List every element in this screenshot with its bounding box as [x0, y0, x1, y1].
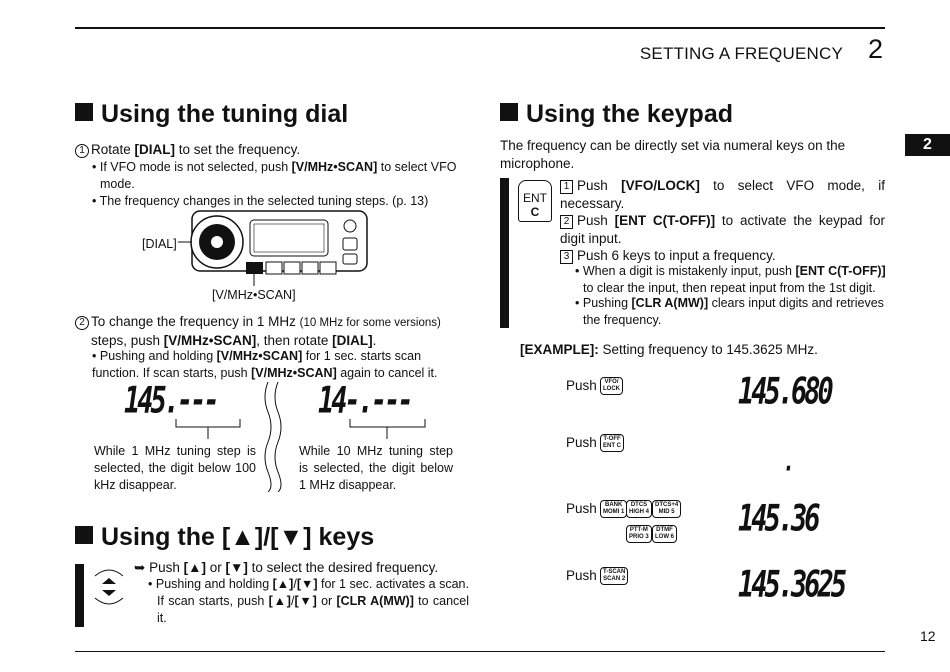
square-bullet-icon	[75, 103, 93, 121]
vfo-lock-key: VFO/LOCK	[600, 377, 623, 395]
side-bar	[500, 178, 509, 328]
dial-bullet1: • If VFO mode is not selected, push [V/M…	[92, 160, 457, 191]
lcd-step4: 145.3625	[738, 564, 847, 606]
caption-1mhz: While 1 MHz tuning step is selected, the…	[94, 444, 256, 492]
step-number-3: 3	[560, 250, 573, 264]
lcd-step2: .	[783, 445, 795, 478]
caption-10mhz: While 10 MHz tuning step is selected, th…	[299, 444, 453, 492]
top-rule	[75, 27, 885, 29]
push-label: Push	[566, 435, 597, 450]
push-label: Push	[566, 378, 597, 393]
vmhz-callout-label: [V/MHz•SCAN]	[212, 288, 296, 302]
dial-bullet2: • The frequency changes in the selected …	[92, 194, 429, 208]
push-label: Push	[566, 501, 597, 516]
chapter-tab: 2	[905, 134, 950, 156]
dial-callout-label: [DIAL]	[142, 237, 177, 251]
keypad-bullet1: • When a digit is mistakenly input, push…	[575, 264, 886, 295]
keys-heading: Using the [▲]/[▼] keys	[75, 523, 374, 552]
keypad-bullet2: • Pushing [CLR A(MW)] clears input digit…	[575, 296, 884, 327]
radio-front-panel-illustration	[178, 210, 368, 286]
keypad-heading: Using the keypad	[500, 100, 733, 129]
up-down-keys-icon	[94, 569, 124, 605]
lcd-step1: 145.680	[738, 371, 834, 413]
lcd-bracket-lines	[175, 419, 426, 439]
keypad-intro: The frequency can be directly set via nu…	[500, 138, 846, 171]
step-number-2: 2	[75, 316, 89, 330]
step-number-1: 1	[560, 180, 573, 194]
running-header: SETTING A FREQUENCY	[639, 44, 843, 63]
push-label: Push	[566, 568, 597, 583]
keys-bullet: • Pushing and holding [▲]/[▼] for 1 sec.…	[148, 577, 470, 625]
square-bullet-icon	[500, 103, 518, 121]
step-number-1: 1	[75, 144, 89, 158]
dial-bullet3: • Pushing and holding [V/MHz•SCAN] for 1…	[92, 349, 438, 380]
chapter-number: 2	[868, 34, 884, 64]
side-bar	[75, 564, 84, 627]
lcd-display-10mhz: 14-.---	[318, 380, 414, 422]
page-number: 12	[920, 628, 936, 644]
step-number-2: 2	[560, 215, 573, 229]
keys-line1: ➥ Push [▲] or [▼] to select the desired …	[134, 560, 439, 575]
square-bullet-icon	[75, 526, 93, 544]
wavy-divider	[264, 382, 282, 492]
dial-heading: Using the tuning dial	[75, 100, 348, 129]
lcd-display-1mhz: 145.---	[124, 380, 220, 422]
example-line: [EXAMPLE]: Setting frequency to 145.3625…	[520, 342, 818, 357]
lcd-step3: 145.36	[738, 498, 821, 540]
bottom-rule	[75, 651, 885, 652]
